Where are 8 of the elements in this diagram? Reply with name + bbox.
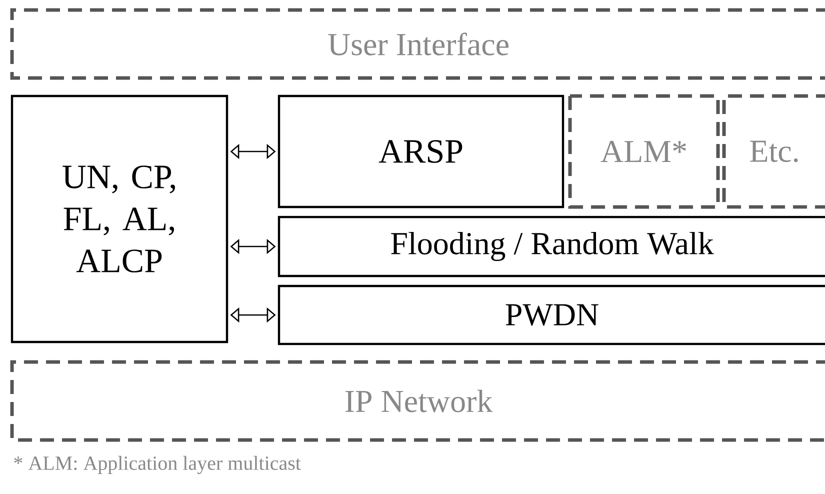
module-box: UN, CP, FL, AL, ALCP <box>10 94 228 344</box>
module-box: ARSP <box>278 94 564 208</box>
module-box: ALM* <box>568 94 720 209</box>
layer-band: IP Network <box>10 360 825 442</box>
layer-band: User Interface <box>10 8 825 80</box>
layer-box: Flooding / Random Walk <box>278 216 825 278</box>
layer-box: PWDN <box>278 284 825 346</box>
module-box: Etc. <box>722 94 825 209</box>
